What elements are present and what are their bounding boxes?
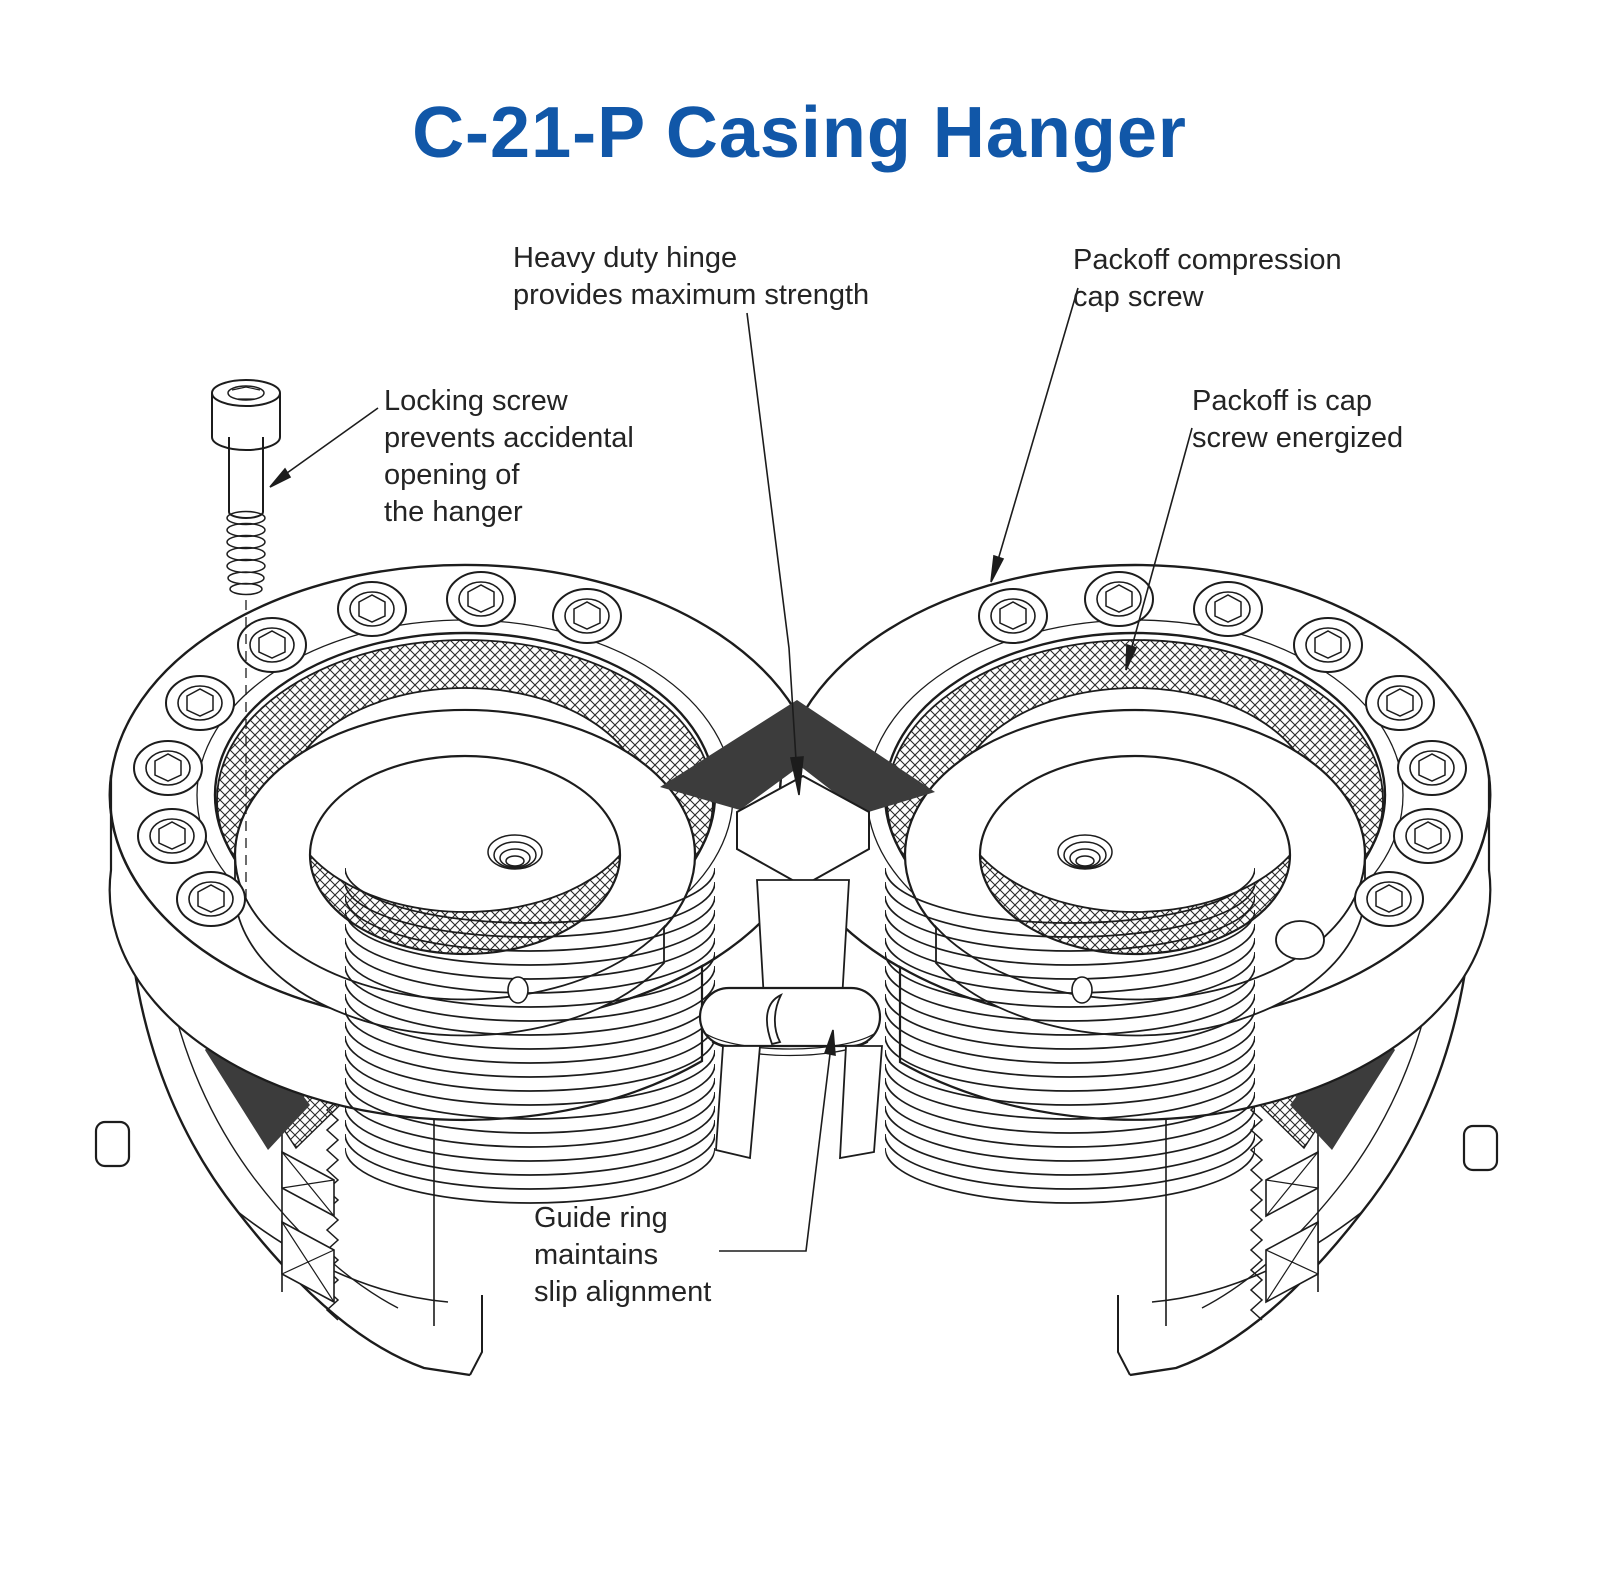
- cap-screw-bolt: [1393, 808, 1463, 864]
- hinge-assembly: [660, 700, 935, 1160]
- leader-locking-screw: [269, 407, 379, 488]
- leader-heavy-duty-hinge: [746, 312, 804, 796]
- cap-screw-bolt: [1354, 871, 1424, 927]
- left-slip-wedge-diagonals: [281, 1151, 335, 1303]
- cap-screw-bolt: [133, 740, 203, 796]
- left-bore-port: [507, 976, 529, 1004]
- locking-screw-socket-hex: [231, 386, 261, 400]
- cap-screw-bolt: [446, 571, 516, 627]
- locking-screw: [211, 379, 281, 905]
- arrowhead-icon: [990, 554, 1005, 583]
- locking-screw-threads: [226, 510, 266, 596]
- cap-screw-bolt: [552, 588, 622, 644]
- cap-screw-bolt: [237, 617, 307, 673]
- cap-screw-bolt: [137, 808, 207, 864]
- label-heavy-duty-hinge: Heavy duty hinge provides maximum streng…: [513, 242, 870, 311]
- cap-screw-bolt: [1084, 571, 1154, 627]
- hinge-column: [756, 879, 850, 1001]
- right-retainer-threaded-hole: [1057, 834, 1113, 870]
- hinge-cap-block: [736, 774, 870, 888]
- locking-screw-socket: [227, 385, 265, 401]
- cap-screw-bolt: [176, 871, 246, 927]
- right-slip-wedges: [1265, 1150, 1319, 1304]
- hinge-lower-prongs: [715, 1045, 883, 1160]
- locking-screw-head: [211, 393, 281, 451]
- right-bore-threads: [885, 867, 1255, 1205]
- flange-cap-screws: [133, 571, 1467, 960]
- callout-leaders: [269, 287, 1193, 1252]
- label-locking-screw: Locking screw prevents accidental openin…: [384, 385, 634, 528]
- left-bore-threads: [345, 867, 715, 1205]
- right-retainer-ring: [903, 708, 1367, 1037]
- left-trunnion-pin: [94, 1120, 131, 1168]
- cap-screw-bolt: [1193, 581, 1263, 637]
- cap-screw-bolt: [1293, 617, 1363, 673]
- label-guide-ring: Guide ring maintains slip alignment: [534, 1202, 712, 1308]
- right-slip-bowl-rim: [1151, 1211, 1363, 1303]
- label-packoff-compression: Packoff compression cap screw: [1073, 244, 1342, 313]
- right-body-outer-edge: [1129, 892, 1475, 1377]
- leader-guide-ring: [719, 1029, 836, 1252]
- empty-bolt-hole: [1275, 920, 1325, 960]
- leader-packoff-energized: [1125, 427, 1193, 671]
- right-slip-wedge-diagonals: [1265, 1151, 1319, 1303]
- cap-screw-bolt: [165, 675, 235, 731]
- guide-ring-hook-pin: [766, 993, 783, 1046]
- arrowhead-icon: [269, 467, 292, 488]
- right-trunnion-pin: [1462, 1124, 1499, 1172]
- left-body-outer-edge: [125, 892, 471, 1377]
- arrowhead-icon: [790, 756, 804, 796]
- arrowhead-icon: [823, 1029, 836, 1056]
- left-retainer-threaded-hole: [487, 834, 543, 870]
- right-bore-port: [1071, 976, 1093, 1004]
- page-title: C-21-P Casing Hanger: [412, 93, 1187, 173]
- cap-screw-bolt: [1365, 675, 1435, 731]
- leader-packoff-compression: [990, 287, 1079, 583]
- cap-screw-bolt: [1397, 740, 1467, 796]
- cap-screw-bolt: [978, 588, 1048, 644]
- label-packoff-energized: Packoff is cap screw energized: [1192, 385, 1404, 454]
- arrowhead-icon: [1125, 643, 1138, 671]
- left-slip-wedges: [281, 1150, 335, 1304]
- right-body-bottom-edge: [1117, 1295, 1131, 1376]
- cap-screw-bolt: [337, 581, 407, 637]
- guide-ring-lug: [698, 986, 882, 1048]
- locking-screw-head-top: [211, 379, 281, 407]
- left-slip-bowl-rim: [237, 1211, 449, 1303]
- left-retainer-ring: [233, 708, 697, 1037]
- left-body-bottom-edge: [469, 1295, 483, 1376]
